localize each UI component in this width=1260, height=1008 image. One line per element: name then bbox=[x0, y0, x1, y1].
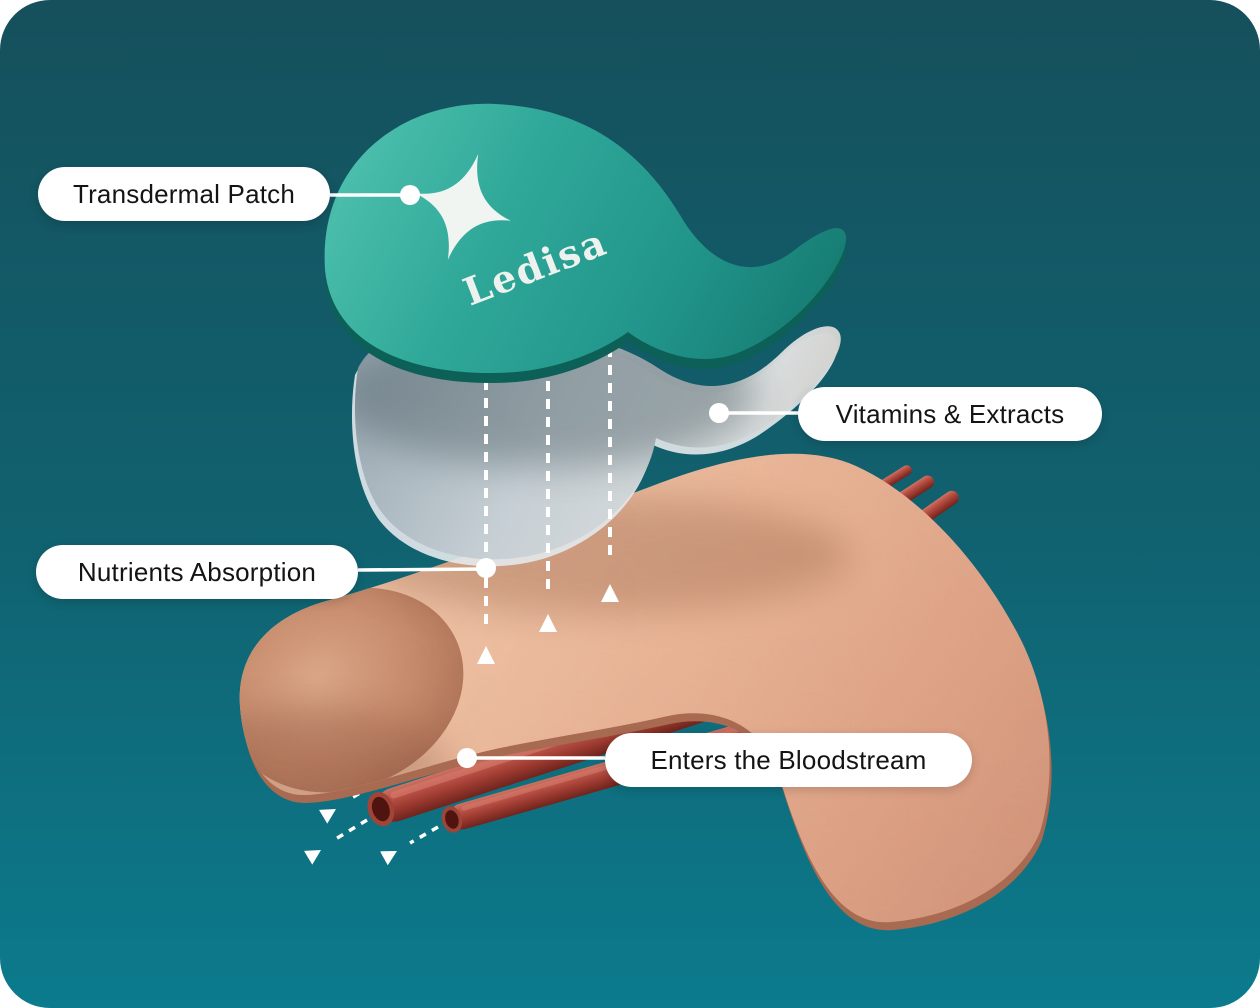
absorption-arrow bbox=[539, 345, 557, 632]
label-text-transdermal-patch: Transdermal Patch bbox=[72, 178, 296, 209]
label-pill-transdermal-patch: Transdermal Patch bbox=[38, 167, 330, 221]
patch-layer: Ledisa bbox=[324, 103, 847, 383]
label-connector-vitamins bbox=[709, 403, 798, 423]
bloodstream-flow-arrow bbox=[380, 825, 439, 866]
absorption-arrow bbox=[477, 362, 495, 664]
absorption-arrow bbox=[601, 329, 619, 602]
label-connectors bbox=[330, 185, 798, 768]
bloodstream-flow-arrows bbox=[304, 777, 439, 866]
label-connector-transdermal-patch bbox=[330, 185, 420, 205]
label-connector-bloodstream bbox=[457, 748, 605, 768]
absorption-arrows bbox=[477, 329, 619, 664]
label-pill-enters-bloodstream: Enters the Bloodstream bbox=[605, 733, 972, 787]
label-text-enters-bloodstream: Enters the Bloodstream bbox=[650, 744, 927, 775]
label-text-nutrients-absorption: Nutrients Absorption bbox=[77, 556, 317, 587]
label-pill-vitamins-extracts: Vitamins & Extracts bbox=[798, 387, 1102, 441]
bloodstream-flow-arrow bbox=[304, 818, 368, 865]
label-pill-nutrients-absorption: Nutrients Absorption bbox=[36, 545, 358, 599]
label-connector-nutrients bbox=[357, 558, 496, 578]
label-text-vitamins-extracts: Vitamins & Extracts bbox=[835, 398, 1065, 429]
sparkle-star-icon bbox=[415, 154, 511, 260]
